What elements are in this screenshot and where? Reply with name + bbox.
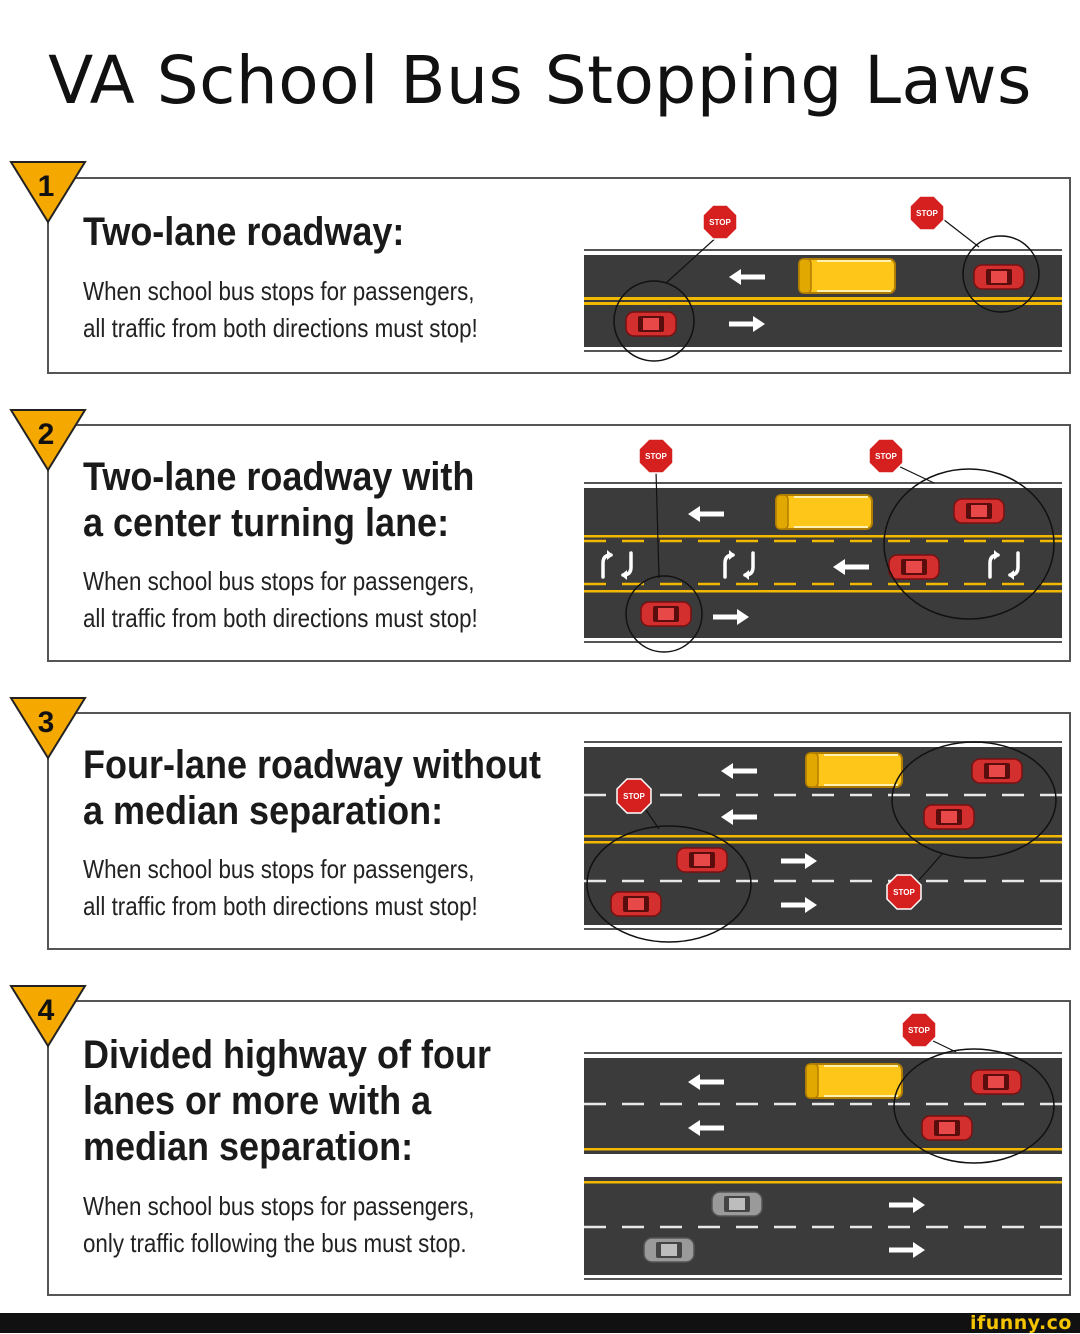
car-icon: [921, 1115, 973, 1141]
yellow-center-line: [584, 297, 1062, 300]
step-number: 4: [38, 994, 55, 1027]
heading-line: Two-lane roadway with: [83, 455, 475, 499]
road-diagram-divided-highway: STOP: [584, 1012, 1062, 1280]
car-icon: [923, 804, 975, 830]
highlight-circle-icon: [586, 825, 752, 943]
step-badge: 1: [9, 160, 87, 226]
school-bus-icon: [775, 494, 873, 530]
car-icon: [970, 1069, 1022, 1095]
road-diagram-two-lane: STOP STOP: [584, 195, 1062, 362]
stop-sign-label: STOP: [875, 452, 897, 461]
panel-description: When school bus stops for passengers, al…: [83, 851, 478, 925]
step-badge: 3: [9, 696, 87, 762]
description-line: When school bus stops for passengers,: [83, 1191, 475, 1221]
panel-heading: Two-lane roadway:: [83, 209, 404, 255]
stop-sign-icon: STOP: [616, 778, 652, 814]
step-number: 2: [38, 418, 55, 451]
stop-sign-label: STOP: [916, 209, 938, 218]
car-icon: [610, 891, 662, 917]
car-icon: [888, 554, 940, 580]
panel-two-lane: Two-lane roadway: When school bus stops …: [47, 177, 1071, 374]
school-bus-icon: [805, 1063, 903, 1099]
description-line: all traffic from both directions must st…: [83, 603, 478, 633]
watermark: ifunny.co: [969, 1312, 1072, 1334]
car-icon: [953, 498, 1005, 524]
heading-line: median separation:: [83, 1125, 414, 1169]
highlight-circle-icon: [962, 235, 1040, 313]
highlight-circle-icon: [613, 280, 695, 362]
panel-heading: Divided highway of four lanes or more wi…: [83, 1032, 491, 1170]
heading-line: Two-lane roadway:: [83, 210, 405, 254]
highlight-circle-icon: [883, 468, 1055, 620]
road-diagram-four-lane: STOP STOP: [584, 741, 1062, 943]
highlight-circle-icon: [891, 741, 1057, 859]
panel-four-lane-no-median: Four-lane roadway without a median separ…: [47, 712, 1071, 950]
car-icon: [971, 758, 1023, 784]
school-bus-icon: [805, 752, 903, 788]
stop-sign-label: STOP: [645, 452, 667, 461]
car-icon: [973, 264, 1025, 290]
stop-sign-label: STOP: [623, 792, 645, 801]
panel-center-turn-lane: Two-lane roadway with a center turning l…: [47, 424, 1071, 662]
school-bus-icon: [798, 258, 896, 294]
highlight-circle-icon: [893, 1048, 1055, 1164]
heading-line: a median separation:: [83, 789, 444, 833]
description-line: When school bus stops for passengers,: [83, 566, 475, 596]
heading-line: Divided highway of four: [83, 1033, 492, 1077]
stop-sign-label: STOP: [908, 1026, 930, 1035]
description-line: only traffic following the bus must stop…: [83, 1228, 467, 1258]
stop-sign-icon: STOP: [868, 438, 904, 474]
panel-description: When school bus stops for passengers, al…: [83, 273, 478, 347]
road-diagram-center-turn: STOP STOP: [584, 438, 1062, 653]
car-icon: [711, 1191, 763, 1217]
panel-description: When school bus stops for passengers, al…: [83, 563, 478, 637]
description-line: When school bus stops for passengers,: [83, 276, 475, 306]
panel-heading: Two-lane roadway with a center turning l…: [83, 454, 474, 546]
stop-sign-icon: STOP: [886, 874, 922, 910]
footer-bar: ifunny.co: [0, 1313, 1080, 1333]
highlight-circle-icon: [625, 575, 703, 653]
panel-divided-highway: Divided highway of four lanes or more wi…: [47, 1000, 1071, 1296]
heading-line: lanes or more with a: [83, 1079, 432, 1123]
car-icon: [625, 311, 677, 337]
stop-sign-icon: STOP: [638, 438, 674, 474]
description-line: all traffic from both directions must st…: [83, 313, 478, 343]
stop-sign-icon: STOP: [702, 204, 738, 240]
stop-sign-icon: STOP: [909, 195, 945, 231]
step-number: 3: [38, 706, 55, 739]
page-title: VA School Bus Stopping Laws: [48, 42, 1032, 119]
car-icon: [640, 601, 692, 627]
heading-line: a center turning lane:: [83, 501, 450, 545]
panel-heading: Four-lane roadway without a median separ…: [83, 742, 541, 834]
step-badge: 2: [9, 408, 87, 474]
car-icon: [676, 847, 728, 873]
description-line: all traffic from both directions must st…: [83, 891, 478, 921]
stop-sign-label: STOP: [893, 888, 915, 897]
heading-line: Four-lane roadway without: [83, 743, 542, 787]
description-line: When school bus stops for passengers,: [83, 854, 475, 884]
step-number: 1: [38, 170, 55, 203]
stop-sign-icon: STOP: [901, 1012, 937, 1048]
panel-description: When school bus stops for passengers, on…: [83, 1188, 475, 1262]
stop-sign-label: STOP: [709, 218, 731, 227]
step-badge: 4: [9, 984, 87, 1050]
car-icon: [643, 1237, 695, 1263]
